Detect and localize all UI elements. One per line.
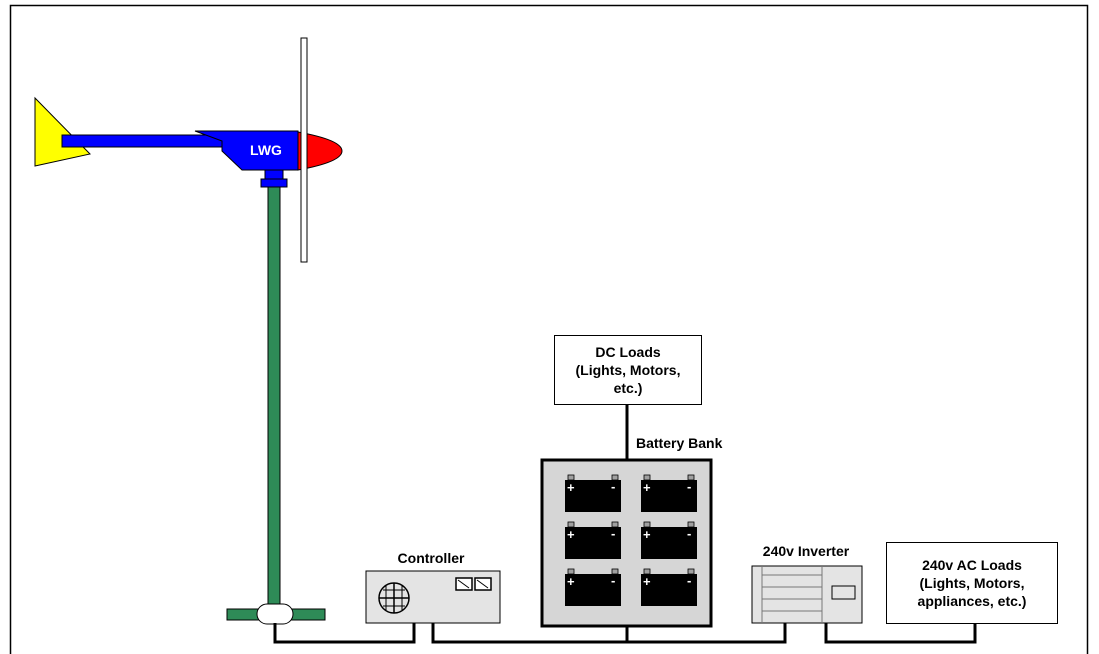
battery-6: [641, 568, 697, 606]
wire-inverter-acloads: [824, 623, 977, 644]
controller-label: Controller: [397, 550, 465, 566]
battery-negative-sign: -: [611, 479, 616, 494]
ac-loads-box: 240v AC Loads (Lights, Motors, appliance…: [886, 542, 1058, 624]
battery-negative-sign: -: [611, 526, 616, 541]
ac-loads-line-1: 240v AC Loads: [922, 557, 1022, 573]
turbine-blade: [300, 37, 308, 263]
battery-1: [565, 474, 621, 512]
yaw-bearing-top: [264, 169, 284, 180]
ac-loads-text: 240v AC Loads (Lights, Motors, appliance…: [918, 556, 1027, 610]
wire-controller-battery: [431, 623, 787, 644]
battery-body: [565, 527, 621, 559]
battery-body: [641, 574, 697, 606]
yaw-bearing-bottom: [260, 178, 288, 188]
battery-3: [565, 521, 621, 559]
tail-vane: [34, 96, 91, 167]
wiring: [273, 404, 977, 644]
generator-body: [194, 130, 299, 171]
battery-body: [565, 480, 621, 512]
battery-negative-sign: -: [687, 526, 692, 541]
tail-boom: [61, 134, 223, 148]
inverter-label: 240v Inverter: [762, 543, 850, 559]
wind-turbine: [34, 37, 343, 625]
tower: [267, 186, 281, 616]
inverter-display: [831, 585, 856, 600]
battery-positive-sign: +: [643, 527, 651, 542]
battery-positive-sign: +: [643, 480, 651, 495]
junction-box: [256, 603, 294, 625]
battery-negative-sign: -: [687, 573, 692, 588]
battery-4: [641, 521, 697, 559]
battery-positive-sign: +: [567, 574, 575, 589]
battery-body: [641, 527, 697, 559]
battery-positive-sign: +: [567, 527, 575, 542]
battery-2: [641, 474, 697, 512]
battery-negative-sign: -: [687, 479, 692, 494]
battery-negative-sign: -: [611, 573, 616, 588]
controller: [365, 570, 501, 624]
dc-loads-line-2: (Lights, Motors,: [575, 362, 681, 378]
ac-loads-line-3: appliances, etc.): [917, 593, 1027, 609]
ac-loads-line-2: (Lights, Motors,: [919, 575, 1025, 591]
battery-5: [565, 568, 621, 606]
generator-label: LWG: [250, 142, 282, 158]
diagram-frame: [9, 4, 1089, 654]
battery-body: [641, 480, 697, 512]
nose-cone: [297, 131, 343, 171]
battery-positive-sign: +: [643, 574, 651, 589]
battery-body: [565, 574, 621, 606]
dc-loads-line-1: DC Loads: [595, 344, 661, 360]
dc-loads-box: DC Loads (Lights, Motors, etc.): [554, 335, 702, 405]
inverter: [751, 565, 863, 624]
wire-generator-controller: [273, 623, 416, 644]
dc-loads-text: DC Loads (Lights, Motors, etc.): [576, 343, 681, 397]
battery-bank: [540, 458, 713, 628]
battery-positive-sign: +: [567, 480, 575, 495]
battery-bank-label: Battery Bank: [636, 435, 723, 451]
dc-loads-line-3: etc.): [613, 380, 643, 396]
